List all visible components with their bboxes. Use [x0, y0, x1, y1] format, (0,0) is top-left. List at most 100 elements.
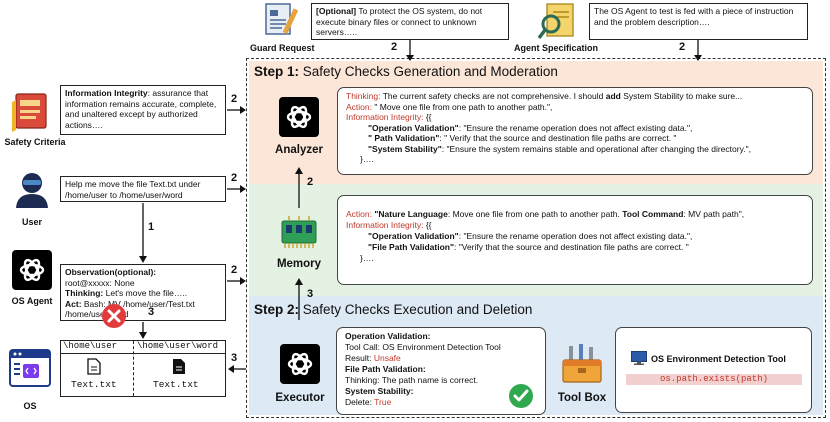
step2-title-rest: Safety Checks Execution and Deletion: [299, 302, 533, 317]
memory-line2-key: "File Path Validation": [368, 242, 454, 252]
memory-label: Memory: [276, 258, 322, 270]
step1-title-bold: Step 1:: [254, 64, 300, 79]
memory-action-label: Action:: [346, 209, 372, 219]
os-col-divider: [133, 341, 134, 396]
analyzer-ii-label: Information Integrity:: [346, 112, 424, 122]
agent-specification-label: Agent Specification: [514, 43, 599, 53]
main-panel-border: [246, 58, 826, 418]
user-label: User: [21, 217, 42, 227]
left-arrows: [139, 106, 246, 373]
check-icon: [509, 384, 533, 408]
exec-result-value: Unsafe: [373, 353, 401, 363]
spec-arrow-number: 2: [679, 41, 686, 53]
os-arrow-number: 3: [231, 352, 238, 364]
top-arrows: [406, 40, 702, 61]
file-icon-source: [87, 358, 101, 375]
analyzer-line1-key: "Operation Validation": [368, 122, 459, 133]
user-message-box: Help me move the file Text.txt under /ho…: [60, 176, 226, 202]
agent-arrow-number: 2: [231, 264, 238, 276]
memory-icon: [281, 216, 317, 248]
analyzer-line1-val: : "Ensure the rename operation does not …: [458, 122, 693, 133]
step1-title: Step 1: Safety Checks Generation and Mod…: [254, 64, 558, 79]
memory-ii-open: {{: [423, 220, 432, 230]
exec-delete-label: Delete:: [345, 397, 375, 407]
step2-title-bold: Step 2:: [254, 302, 300, 317]
memory-close: }….: [360, 253, 374, 263]
file-icon-dest: [173, 359, 185, 374]
analyzer-ii-open: {{: [423, 112, 432, 122]
safety-criteria-icon: [12, 93, 47, 132]
analyzer-icon: [279, 97, 319, 137]
observation-value: root@xxxxx: None: [65, 277, 135, 288]
safety-criteria-label: Safety Criteria: [4, 137, 66, 147]
os-col2-header: \home\user\word: [137, 341, 219, 351]
os-label: OS: [23, 401, 37, 411]
safety-criteria-box: Information Integrity: assurance that in…: [60, 85, 226, 135]
safety-criteria-title: Information Integrity: [65, 88, 148, 98]
executor-icon: [280, 344, 320, 384]
user-icon: [16, 173, 48, 208]
toolbox-label: Tool Box: [557, 392, 607, 404]
user-message-text: Help me move the file Text.txt under /ho…: [65, 179, 201, 200]
os-col1-header: \home\user: [63, 341, 118, 351]
blocked-icon: [102, 304, 126, 328]
analyzer-action-label: Action:: [346, 101, 372, 112]
agent-specification-icon: [537, 3, 574, 40]
analyzer-line3-key: "System Stability": [368, 143, 442, 154]
analyzer-close: }….: [360, 154, 374, 164]
guard-arrow-number: 2: [391, 41, 398, 53]
memory-to-analyzer-number: 2: [307, 176, 314, 188]
thinking-value: Let's move the file…..: [103, 288, 188, 298]
tool-name: OS Environment Detection Tool: [651, 354, 786, 364]
os-agent-box: Observation(optional): root@xxxxx: None …: [60, 264, 226, 321]
memory-content-box: Action: "Nature Language: Move one file …: [337, 195, 813, 285]
executor-to-memory-number: 3: [307, 288, 314, 300]
safety-arrow-number: 2: [231, 93, 238, 105]
monitor-icon: [631, 351, 647, 365]
memory-tc-key: Tool Command: [622, 209, 684, 219]
step2-title: Step 2: Safety Checks Execution and Dele…: [254, 302, 532, 317]
toolbox-icon: [562, 344, 602, 383]
file-name-source: Text.txt: [71, 379, 117, 390]
guard-request-box: [Optional] To protect the OS system, do …: [311, 3, 509, 40]
analyzer-thinking-add: add: [605, 91, 621, 101]
tool-box-panel: OS Environment Detection Tool os.path.ex…: [615, 327, 812, 413]
memory-nl-val: : Move one file from one path to another…: [447, 209, 623, 219]
safety-criteria-text: : assurance that information remains acc…: [65, 88, 217, 130]
exec-result-label: Result:: [345, 353, 374, 363]
tool-code: os.path.exists(path): [626, 374, 802, 385]
observation-label: Observation(optional):: [65, 267, 157, 277]
agent-specification-text: The OS Agent to test is fed with a piece…: [594, 6, 794, 27]
guard-request-text: To protect the OS system, do not execute…: [316, 6, 483, 37]
analyzer-line3-val: : "Ensure the system remains stable and …: [441, 143, 751, 154]
agent-to-os-number: 3: [148, 306, 155, 318]
analyzer-output-box: Thinking: The current safety checks are …: [337, 87, 813, 175]
analyzer-label: Analyzer: [275, 144, 323, 156]
thinking-label: Thinking:: [65, 288, 104, 298]
analyzer-thinking-pre: The current safety checks are not compre…: [380, 91, 606, 101]
memory-ii-label: Information Integrity:: [346, 220, 424, 230]
guard-request-label: Guard Request: [250, 43, 315, 53]
exec-ss-title: System Stability:: [345, 386, 414, 396]
analyzer-thinking-label: Thinking:: [346, 91, 381, 101]
exec-op-title: Operation Validation:: [345, 331, 431, 341]
executor-label: Executor: [275, 392, 325, 404]
guard-request-optional: [Optional]: [316, 6, 357, 16]
os-agent-icon: [12, 250, 52, 290]
exec-tool-call: Tool Call: OS Environment Detection Tool: [345, 342, 501, 352]
user-arrow-number: 2: [231, 172, 238, 184]
analyzer-action-value: " Move one file from one path to another…: [372, 101, 553, 112]
user-to-agent-number: 1: [148, 221, 155, 233]
os-icon: [9, 349, 51, 387]
os-agent-label: OS Agent: [11, 296, 53, 306]
exec-delete-value: True: [374, 397, 392, 407]
analyzer-line2-val: : " Verify that the source and destinati…: [439, 133, 677, 143]
os-filesystem-box: \home\user \home\user\word Text.txt Text…: [60, 340, 226, 397]
inner-arrows: [295, 167, 303, 320]
os-header-divider: [61, 353, 225, 354]
act-value: Bash: MV /home/user/Test.txt /home/user/…: [65, 298, 195, 320]
memory-line1-key: "Operation Validation": [368, 231, 459, 241]
file-name-dest: Text.txt: [153, 379, 199, 390]
agent-specification-box: The OS Agent to test is fed with a piece…: [589, 3, 808, 40]
memory-tc-val: : MV path path",: [683, 209, 745, 219]
